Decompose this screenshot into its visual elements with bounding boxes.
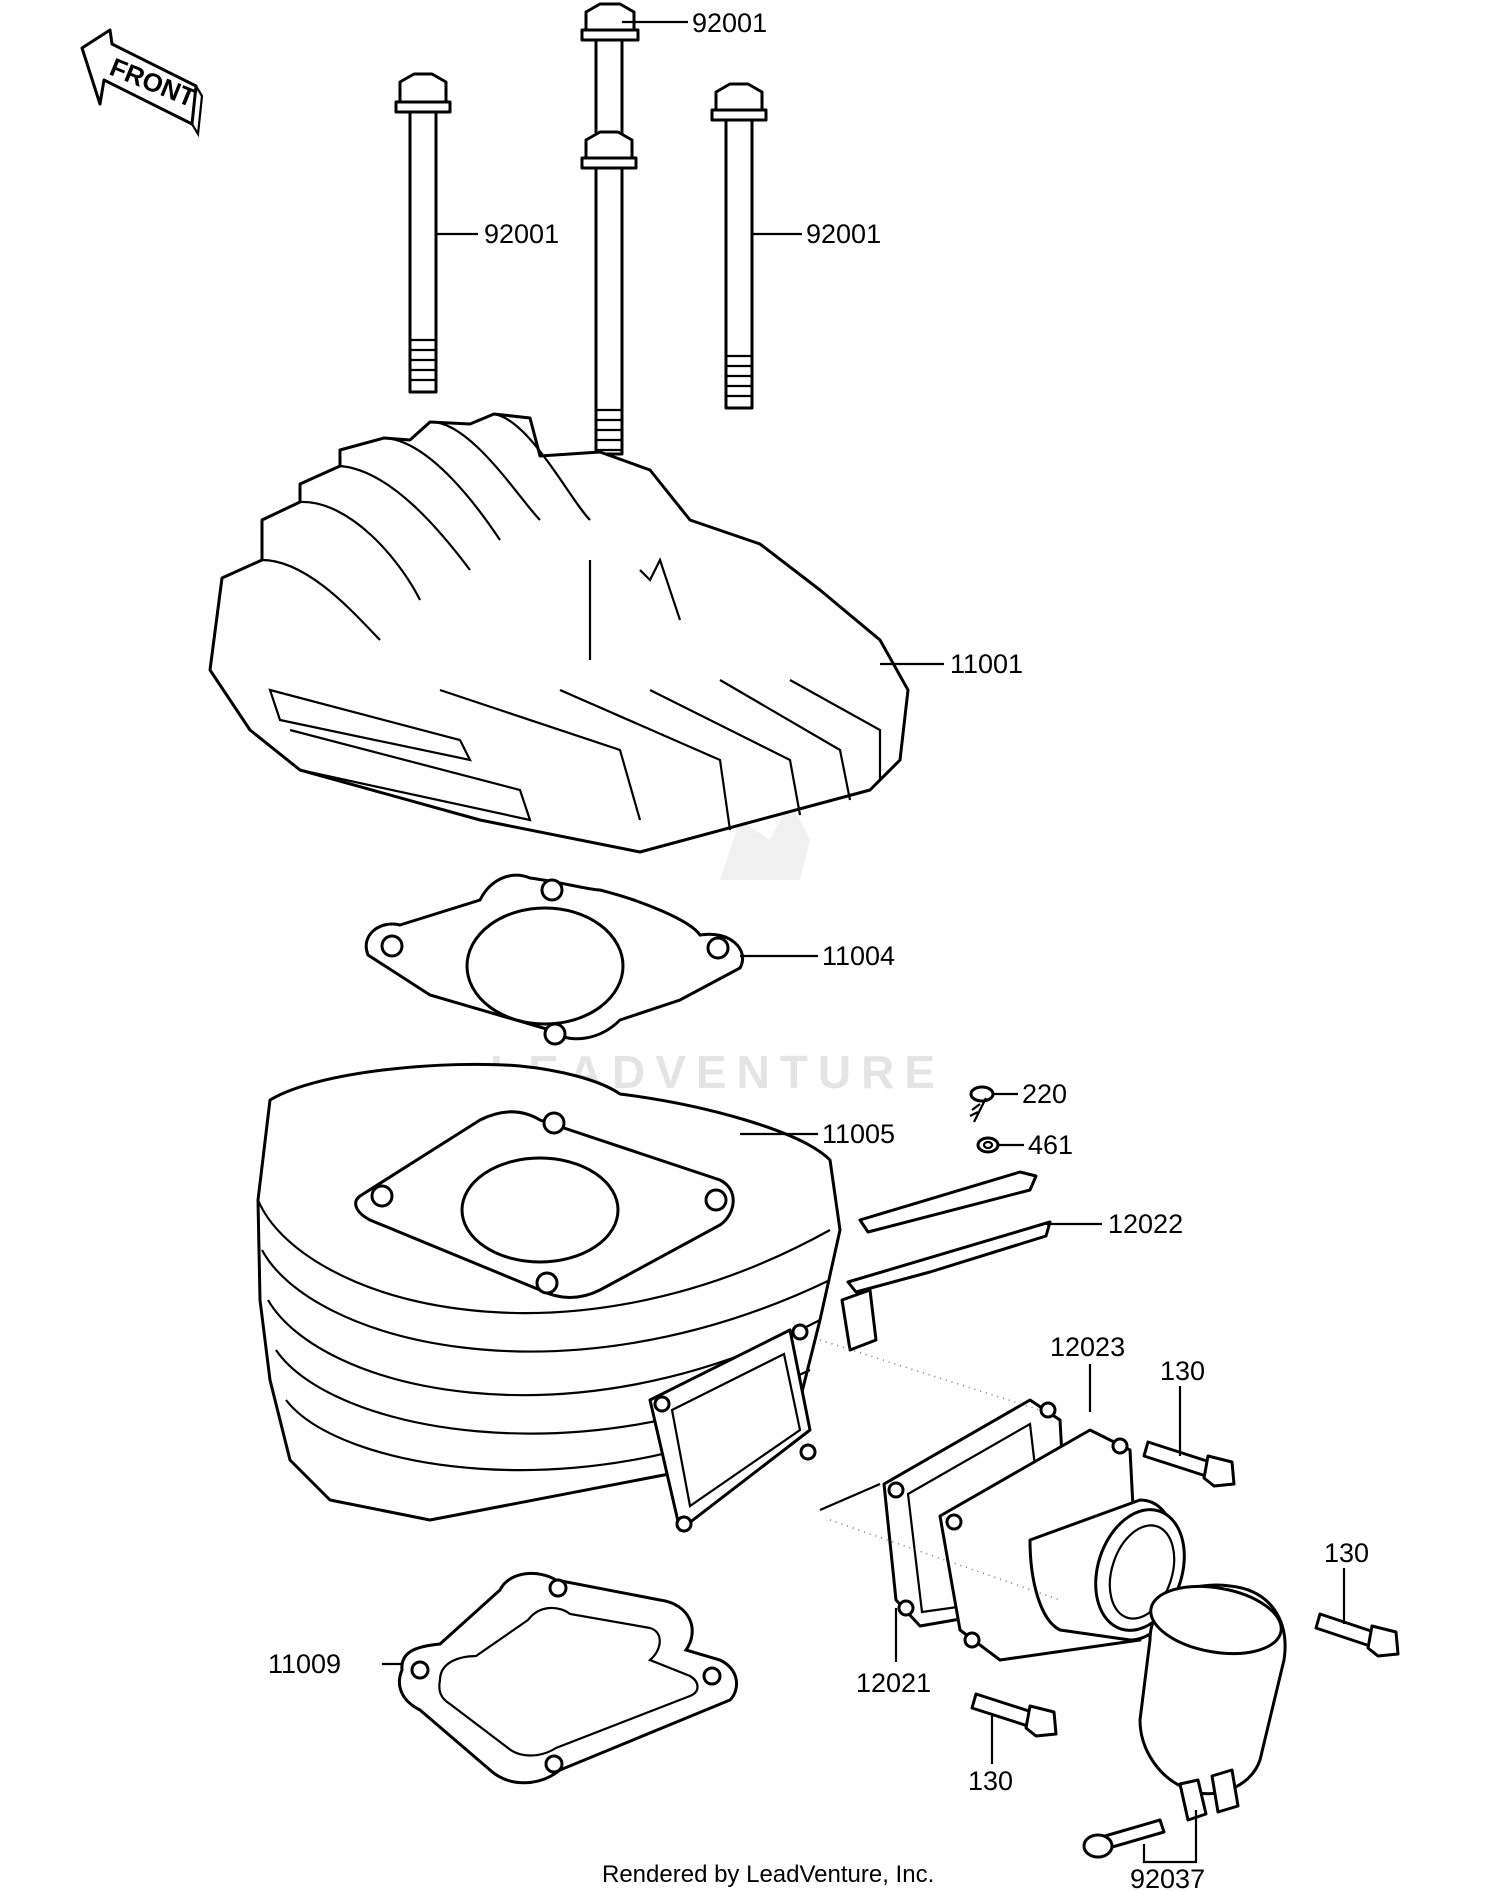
cylinder-head-11001 xyxy=(208,412,910,854)
label-reed-valve-12021: 12021 xyxy=(856,1668,931,1698)
reed-stopper-12022 xyxy=(846,1170,1052,1294)
label-reed-stopper-12022: 12022 xyxy=(1108,1209,1183,1239)
part-labels: 92001 92001 92001 11001 11004 11005 220 … xyxy=(268,8,1369,1891)
label-screw-220: 220 xyxy=(1022,1079,1067,1109)
label-base-gasket-11009: 11009 xyxy=(268,1649,341,1679)
base-gasket-11009 xyxy=(397,1571,739,1785)
washer-461 xyxy=(976,1136,1000,1154)
label-clamp-screw-92037: 92037 xyxy=(1130,1864,1205,1891)
label-head-gasket-11004: 11004 xyxy=(822,941,895,971)
head-gasket-11004 xyxy=(364,873,744,1046)
clamp-92037 xyxy=(1082,1583,1287,1859)
bolt-130-lower xyxy=(970,1692,1058,1738)
label-cylinder-head-11001: 11001 xyxy=(950,649,1023,679)
bolt-92001-right xyxy=(710,82,768,410)
bolt-130-upper xyxy=(1142,1440,1236,1488)
label-bolt-92001-left: 92001 xyxy=(484,219,559,249)
bolt-130-right xyxy=(1314,1612,1400,1658)
label-bolt-130-lower: 130 xyxy=(968,1766,1013,1796)
label-cylinder-11005: 11005 xyxy=(822,1119,895,1149)
screw-220 xyxy=(969,1085,995,1123)
bolt-92001-center xyxy=(580,130,638,456)
label-bolt-130-upper: 130 xyxy=(1160,1356,1205,1386)
label-bolt-92001-center-top: 92001 xyxy=(692,8,767,38)
footer-credit: Rendered by LeadVenture, Inc. xyxy=(602,1861,934,1888)
bolt-92001-left xyxy=(394,72,452,394)
cylinder-11005 xyxy=(256,1062,878,1533)
front-arrow-icon: FRONT xyxy=(80,28,204,138)
leader-lines xyxy=(382,20,1346,1864)
label-intake-manifold-12023: 12023 xyxy=(1050,1332,1125,1362)
label-bolt-92001-right: 92001 xyxy=(806,219,881,249)
label-washer-461: 461 xyxy=(1028,1130,1073,1160)
label-bolt-130-right: 130 xyxy=(1324,1538,1369,1568)
